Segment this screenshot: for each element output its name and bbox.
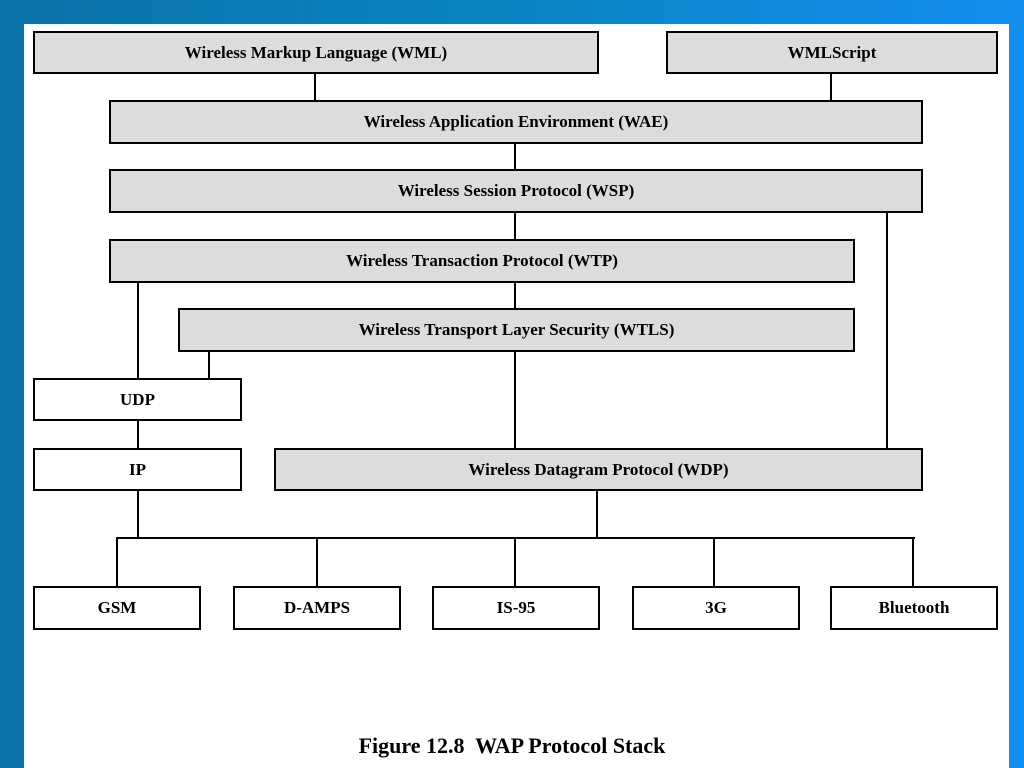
connector-wtp-wtls xyxy=(514,282,516,309)
connector-wdp-bus xyxy=(596,490,598,538)
wdp-box: Wireless Datagram Protocol (WDP) xyxy=(274,448,923,491)
wtp-box: Wireless Transaction Protocol (WTP) xyxy=(109,239,855,283)
bluetooth-box: Bluetooth xyxy=(830,586,998,630)
connector-wtls-udp xyxy=(208,351,210,379)
wae-box: Wireless Application Environment (WAE) xyxy=(109,100,923,144)
wml-box: Wireless Markup Language (WML) xyxy=(33,31,599,74)
udp-box: UDP xyxy=(33,378,242,421)
connector-bus-gsm xyxy=(116,537,118,587)
connector-wae-wsp xyxy=(514,143,516,170)
connector-udp-ip xyxy=(137,420,139,449)
connector-bus-bluetooth xyxy=(912,537,914,587)
connector-bus-3g xyxy=(713,537,715,587)
wtls-box: Wireless Transport Layer Security (WTLS) xyxy=(178,308,855,352)
is95-box: IS-95 xyxy=(432,586,600,630)
ip-box: IP xyxy=(33,448,242,491)
gsm-box: GSM xyxy=(33,586,201,630)
wsp-box: Wireless Session Protocol (WSP) xyxy=(109,169,923,213)
damps-box: D-AMPS xyxy=(233,586,401,630)
connector-wmlscript-wae xyxy=(830,73,832,100)
connector-bus-is95 xyxy=(514,537,516,587)
3g-box: 3G xyxy=(632,586,800,630)
wmlscript-box: WMLScript xyxy=(666,31,998,74)
connector-wsp-wdp xyxy=(886,212,888,449)
connector-wml-wae xyxy=(314,73,316,100)
connector-wtls-wdp xyxy=(514,351,516,449)
connector-wsp-wtp xyxy=(514,212,516,239)
connector-bus-damps xyxy=(316,537,318,587)
connector-ip-bus xyxy=(137,490,139,538)
figure-caption: Figure 12.8 WAP Protocol Stack xyxy=(358,733,666,758)
connector-wtp-udp xyxy=(137,282,139,379)
